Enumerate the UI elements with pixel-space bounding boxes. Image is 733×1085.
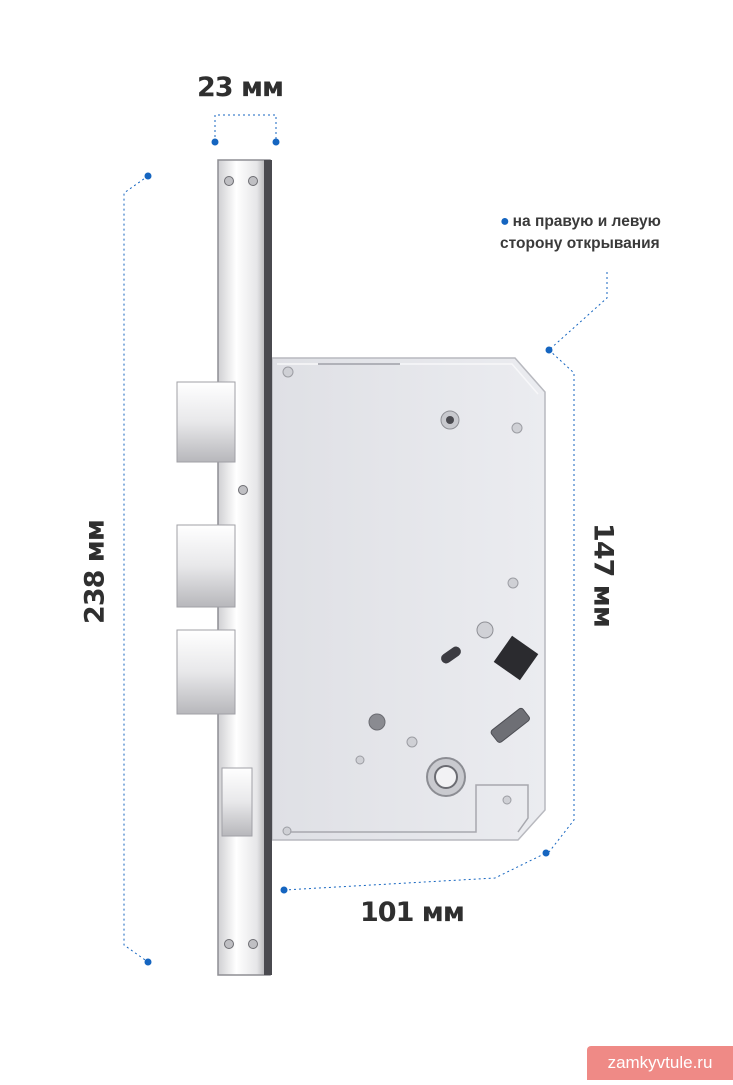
faceplate [176,159,272,976]
height-dot-bottom [144,958,152,966]
case-screw [502,795,512,805]
case-screw [282,366,294,378]
faceplate-screw [224,939,234,949]
rivet-hole [446,416,454,424]
total-height-label: 238 мм [79,520,111,624]
case-screw [406,736,418,748]
faceplate-screw [248,176,258,186]
deadbolt-bottom-front [176,629,236,715]
case-screw [282,826,292,836]
backset-dot-top [545,346,553,354]
dimension-lines [123,114,608,963]
latch-bolt-front [221,767,253,837]
slot-hole [441,646,461,664]
faceplate-edge [264,160,272,975]
note-leader-line [548,272,608,351]
height-dimension-line [123,175,149,963]
rivet [476,621,494,639]
hole [368,713,386,731]
width-dot-left [211,138,219,146]
opening-side-note: ●на правую и левую сторону открывания [500,211,710,255]
latch-lever [490,707,530,743]
note-line-1: ●на правую и левую [500,211,710,233]
faceplate-screw [238,485,248,495]
case-screw [355,755,365,765]
site-watermark[interactable]: zamkyvtule.ru [587,1046,733,1080]
height-dot-top [144,172,152,180]
dimension-dots [144,138,553,966]
width-dimension-line [214,114,277,142]
square-spindle-hole [493,635,539,681]
lock-body [271,357,546,841]
faceplate-screw [224,176,234,186]
lock-case [271,357,546,841]
deadbolt-middle-front [176,524,236,608]
body-depth-label: 101 мм [360,897,465,928]
depth-dot-left [280,886,288,894]
cam-star [434,765,458,789]
deadbolt-top-front [176,381,236,463]
body-height-label: 147 мм [587,523,619,627]
note-bullet-icon: ● [500,213,510,230]
depth-dimension-line [283,852,547,891]
faceplate-screw [248,939,258,949]
width-dot-right [272,138,280,146]
case-screw [507,577,519,589]
note-line-2: сторону открывания [500,235,660,252]
backset-dimension-line [548,349,575,853]
case-inner-edge [290,784,529,833]
depth-dot-right [542,849,550,857]
case-screw [511,422,523,434]
note-line-1-text: на правую и левую [512,213,661,230]
faceplate-width-label: 23 мм [197,72,284,103]
